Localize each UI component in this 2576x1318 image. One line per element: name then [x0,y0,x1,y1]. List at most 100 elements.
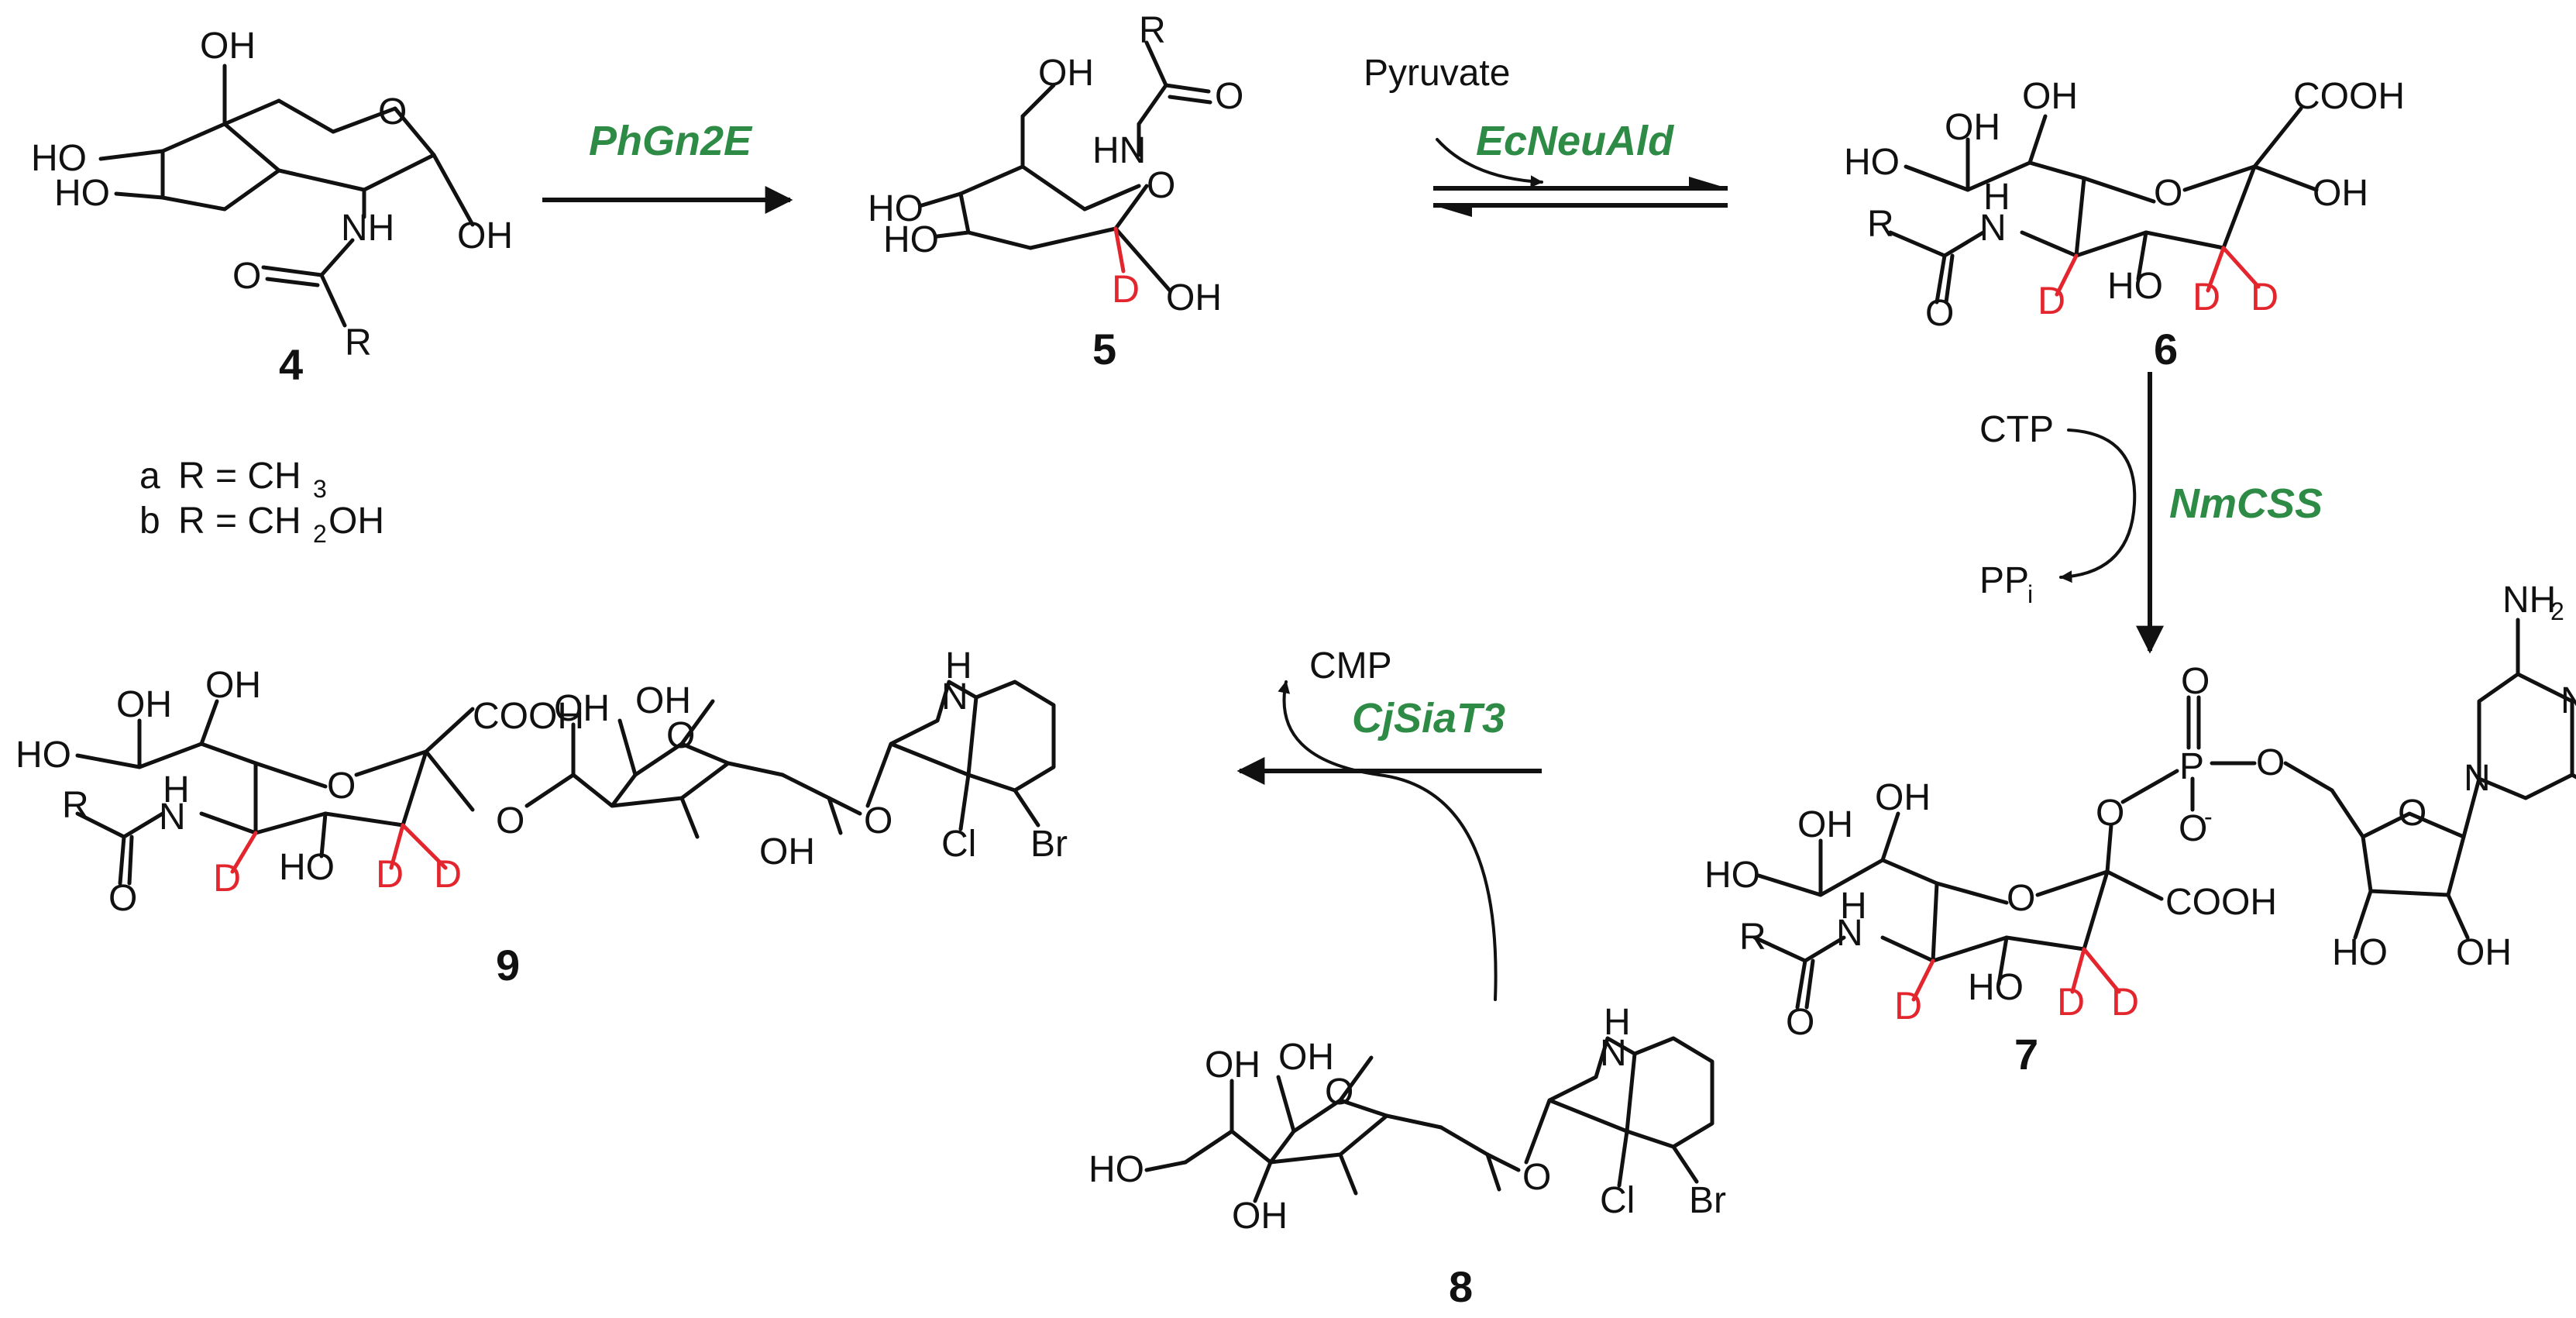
compound-7-number: 7 [2014,1030,2038,1079]
c7-cooh: COOH [2165,882,2277,923]
c9-h: H [163,769,190,810]
compound-5-number: 5 [1092,325,1116,373]
c5-ho-1: HO [868,188,923,229]
c7-o-minus: O [2179,808,2207,849]
c8-oh-1: OH [1205,1044,1260,1086]
c7-ho: HO [1704,855,1760,896]
c8-ring-o: O [1325,1072,1353,1113]
c4-carbonyl-o: O [232,256,261,297]
c7-deuterium-1: D [1894,984,1922,1027]
c6-r: R [1867,204,1894,245]
c7-ribose-ho: HO [2332,932,2388,973]
legend-b-text: R = CH [178,501,301,542]
c7-oh-1: OH [1797,804,1853,845]
legend-b-letter: b [139,501,160,542]
c8-oh-2: OH [1278,1037,1334,1078]
c9-link-o: O [496,800,524,841]
c6-h: H [1983,177,2010,218]
c6-oh-2: OH [2022,76,2078,117]
c8-cl: Cl [1600,1180,1635,1221]
legend-a-text: R = CH [178,456,301,497]
ppi-label: PP [1979,560,2029,601]
c7-nh2-sub: 2 [2550,597,2564,625]
c7-oh-2: OH [1875,777,1931,818]
compound-4-number: 4 [279,340,303,389]
ppi-sub: i [2027,580,2033,608]
c7-nh2: NH [2502,580,2556,621]
c7-ribose-o: O [2398,793,2426,834]
c7-p-o: O [2181,661,2210,702]
compound-9-number: 9 [496,941,520,989]
c9-gal-oh-2: OH [635,680,691,721]
c6-carbonyl-o: O [1925,293,1954,334]
c7-carbonyl-o: O [1786,1002,1814,1043]
c8-br: Br [1689,1180,1726,1221]
c7-ring-o: O [2007,878,2035,919]
compound-8: OH OH O HO HO OH OH O H N Cl Br 8 [1089,1002,1726,1311]
c6-ring-o: O [2154,173,2182,214]
ctp-label: CTP [1979,409,2054,450]
enzyme-phgn2e: PhGn2E [589,118,753,164]
c8-ho-1: HO [1089,1149,1144,1190]
c8-glyco-o: O [1522,1157,1551,1198]
step-2-arrow: Pyruvate EcNeuAld [1364,53,1728,217]
c6-oh-anomeric: OH [2313,173,2368,214]
c7-deuterium-2: D [2057,980,2085,1024]
legend-a-letter: a [139,456,160,497]
c4-ho-2: HO [54,173,110,214]
c8-indole-h: H [1604,1002,1631,1043]
c5-ho-2: HO [883,219,939,260]
enzyme-nmcss: NmCSS [2169,480,2323,527]
c8-oh-3: OH [1232,1196,1288,1237]
compound-4: OH O HO HO NH OH O R 4 [31,26,513,389]
c7-o-link: O [2256,742,2285,783]
legend-b-sub: 2 [313,520,327,548]
c9-br: Br [1030,824,1068,865]
c9-cl: Cl [941,824,976,865]
step-3-arrow: CTP PP i NmCSS [1979,372,2323,654]
c5-oh-anomeric: OH [1166,277,1222,318]
c7-n: N [1836,913,1863,954]
c6-deuterium-3: D [2251,275,2279,318]
step-1-arrow: PhGn2E [542,118,793,214]
c9-gal-oh-1: OH [554,688,610,729]
c4-oh-top: OH [200,26,256,67]
c9-deuterium-2: D [376,852,404,896]
c7-ho-ring: HO [1968,967,2024,1008]
c5-ring-o: O [1147,165,1175,206]
enzyme-cjsiat3: CjSiaT3 [1352,695,1505,742]
c9-glyco-o: O [864,800,892,841]
compound-6-number: 6 [2154,325,2178,373]
c9-cooh: COOH [473,696,584,737]
compound-7: HO OH OH O O P O O - O COOH O HO OH N N … [1704,580,2576,1079]
c9-deuterium-1: D [213,856,241,900]
c7-o-phos: O [2096,793,2124,834]
c4-oh-anomeric: OH [457,215,513,256]
c6-deuterium-2: D [2193,275,2220,318]
c4-ring-o: O [378,91,407,132]
c5-r: R [1139,10,1166,51]
c7-p: P [2179,746,2204,787]
pyruvate-label: Pyruvate [1364,53,1510,94]
c5-deuterium: D [1112,267,1140,311]
c5-oh-top: OH [1038,53,1094,94]
c9-deuterium-3: D [434,852,462,896]
c9-oh-1: OH [116,684,172,725]
c7-cyt-n1: N [2464,758,2491,799]
compound-8-number: 8 [1449,1262,1473,1311]
c9-ho: HO [15,735,71,776]
c7-deuterium-3: D [2111,980,2139,1024]
c9-indole-n: N [941,676,968,718]
c9-indole-h: H [945,645,972,687]
c7-h: H [1840,886,1867,927]
c9-ho-ring: HO [279,847,335,888]
compound-9: HO OH OH O COOH O OH OH O OH O H N Cl Br… [15,645,1068,989]
c9-n: N [159,797,186,838]
c6-cooh: COOH [2293,76,2405,117]
c9-ring-o: O [327,766,356,807]
c6-ho-ring: HO [2107,266,2163,307]
c9-carbonyl-o: O [108,878,137,919]
c5-hn: HN [1092,130,1146,171]
c5-carbonyl-o: O [1215,76,1243,117]
